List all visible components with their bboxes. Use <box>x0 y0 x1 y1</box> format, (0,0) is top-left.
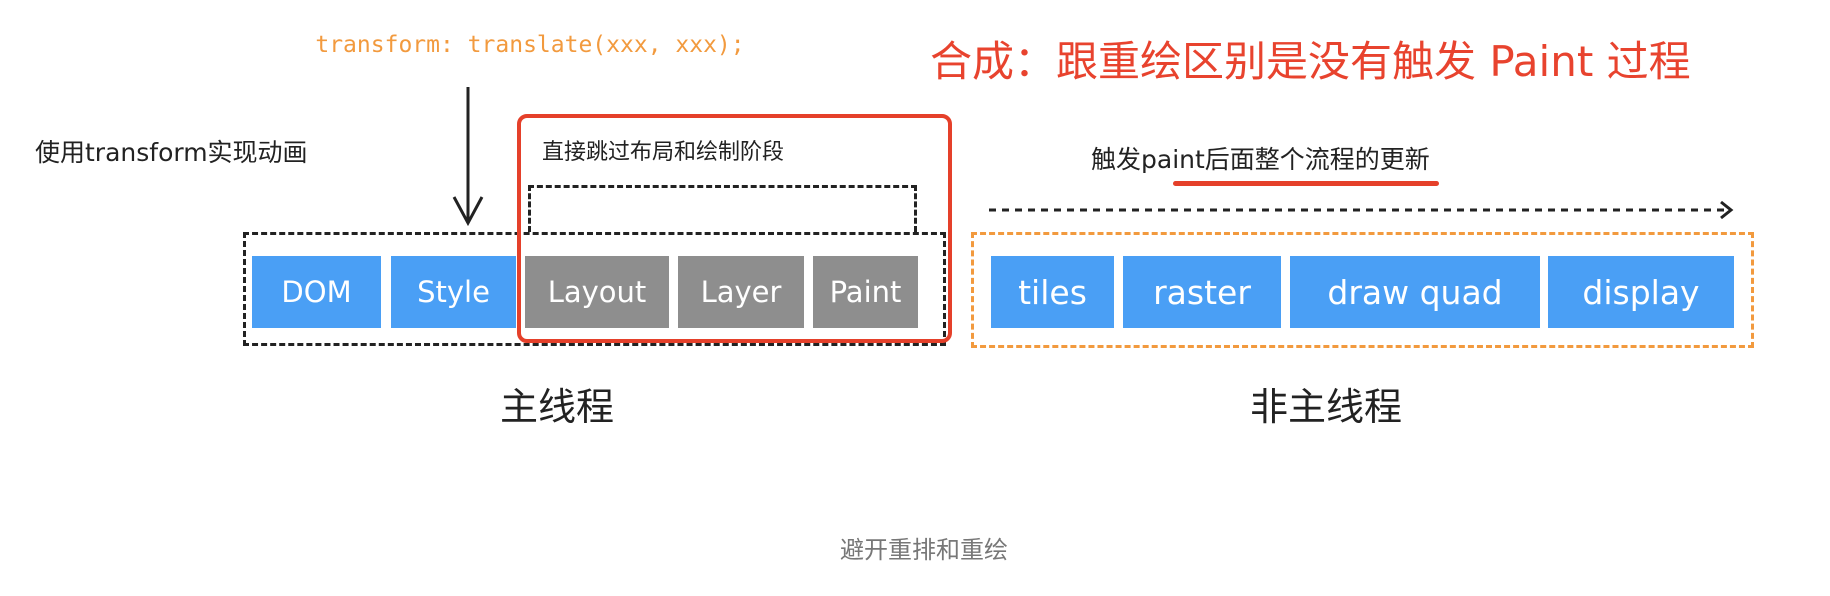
main-thread-label: 主线程 <box>499 385 614 429</box>
stage-tiles: tiles <box>991 256 1114 328</box>
transform-code-text: transform: translate(xxx, xxx); <box>315 32 745 58</box>
paint-update-note: 触发paint后面整个流程的更新 <box>1091 145 1430 174</box>
dashed-right-arrow-icon <box>989 200 1734 220</box>
skipped-stages-highlight <box>517 114 952 343</box>
stage-raster: raster <box>1123 256 1281 328</box>
stage-paint: Paint <box>813 256 918 328</box>
compositor-thread-box <box>971 232 1754 348</box>
diagram-title: 合成：跟重绘区别是没有触发 Paint 过程 <box>930 37 1691 86</box>
stage-layout: Layout <box>525 256 669 328</box>
figure-caption: 避开重排和重绘 <box>840 536 1008 564</box>
stage-layer: Layer <box>678 256 804 328</box>
skip-bracket <box>528 185 917 232</box>
stage-display: display <box>1548 256 1734 328</box>
transform-animation-note: 使用transform实现动画 <box>35 138 308 167</box>
compositor-thread-label: 非主线程 <box>1249 385 1402 429</box>
stage-draw-quad: draw quad <box>1290 256 1540 328</box>
paint-underline <box>1173 181 1439 186</box>
skip-stages-note: 直接跳过布局和绘制阶段 <box>542 140 785 165</box>
stage-style: Style <box>391 256 516 328</box>
stage-dom: DOM <box>252 256 381 328</box>
down-arrow-icon <box>452 87 484 227</box>
main-thread-box <box>243 232 946 346</box>
